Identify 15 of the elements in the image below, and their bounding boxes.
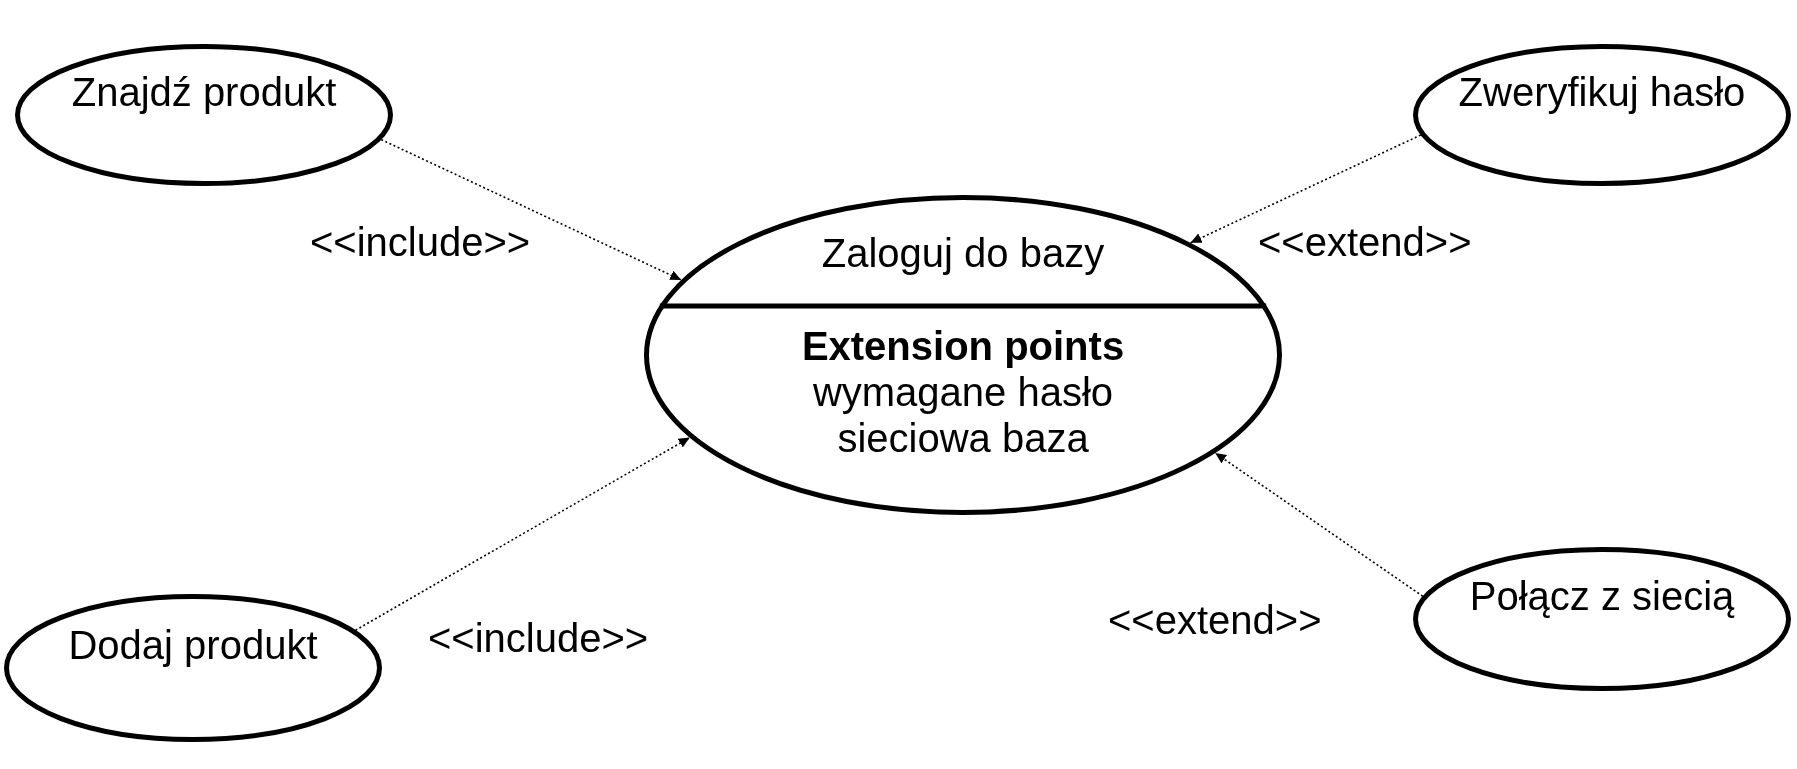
use-case-ellipse <box>1413 547 1791 691</box>
extension-point: sieciowa baza <box>836 415 1090 461</box>
use-case-ellipse <box>4 594 382 742</box>
use-case-ellipse <box>1413 44 1791 186</box>
use-case-name: Połącz z siecią <box>1468 573 1736 619</box>
compartment-heading: Extension points <box>800 323 1126 369</box>
use-case-name: Znajdź produkt <box>70 69 338 115</box>
dependency-arrow <box>380 138 682 281</box>
use-case-ellipse <box>15 44 393 186</box>
dependency-arrow <box>1189 134 1422 244</box>
dependency-arrow <box>1214 452 1424 597</box>
use-case-name: Dodaj produkt <box>67 622 319 668</box>
extension-point: wymagane hasło <box>811 369 1115 415</box>
dependency-arrow <box>354 436 691 632</box>
use-case-name: Zweryfikuj hasło <box>1457 69 1747 115</box>
